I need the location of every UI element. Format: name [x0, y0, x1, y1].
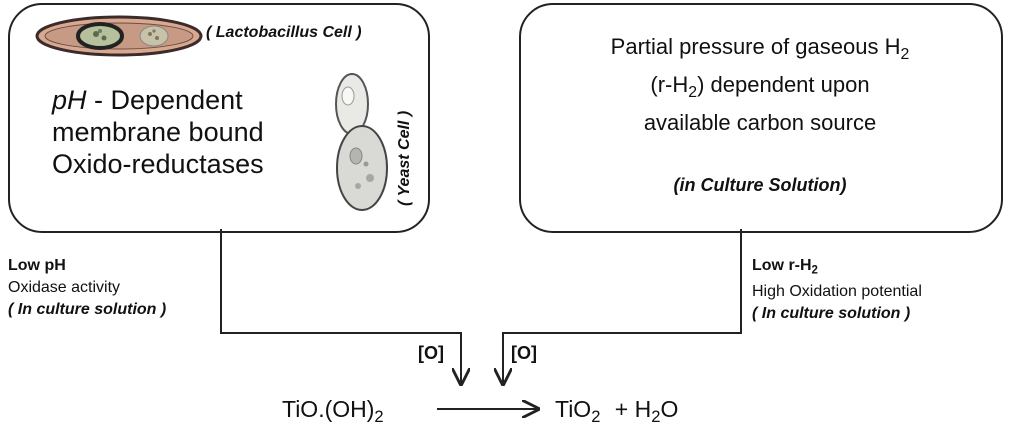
partial-pressure-text: Partial pressure of gaseous H2 (r-H2) de… — [525, 32, 995, 138]
oxidoreductases-text: Oxido-reductases — [52, 149, 264, 179]
right-connector-line — [503, 229, 742, 384]
water-suffix: O — [660, 396, 679, 422]
rh2-prefix: (r-H — [650, 71, 689, 97]
left-culture-note: ( In culture solution ) — [8, 301, 167, 318]
water-formula: + H — [614, 396, 652, 422]
reactant-main: TiO.(OH) — [282, 396, 375, 422]
right-branch-label: Low r-H2 High Oxidation potential ( In c… — [752, 255, 922, 325]
dependent-text: - Dependent — [86, 85, 243, 115]
reactant-subscript: 2 — [374, 406, 384, 426]
water-subscript: 2 — [651, 406, 661, 426]
right-process-box — [519, 3, 1003, 233]
reactant-formula: TiO.(OH)2 — [282, 396, 384, 427]
low-rh2-subscript: 2 — [811, 264, 818, 277]
h2-subscript: 2 — [900, 45, 910, 63]
product-subscript: 2 — [591, 406, 601, 426]
low-ph-title: Low pH — [8, 257, 66, 274]
left-branch-label: Low pH Oxidase activity ( In culture sol… — [8, 255, 166, 321]
membrane-bound-text: membrane bound — [52, 117, 264, 147]
left-connector-line — [220, 229, 461, 384]
ph-term: pH — [52, 85, 87, 115]
right-oxygen-label: [O] — [511, 343, 537, 363]
partial-pressure-line: Partial pressure of gaseous H — [610, 34, 901, 59]
high-oxidation-text: High Oxidation potential — [752, 283, 922, 301]
lactobacillus-cell-label: ( Lactobacillus Cell ) — [206, 24, 362, 41]
yeast-cell-icon — [335, 73, 388, 211]
product-formula: TiO2 + H2O — [555, 396, 678, 427]
product-main: TiO — [555, 396, 592, 422]
dependent-upon-text: ) dependent upon — [697, 71, 870, 97]
right-culture-note: ( In culture solution ) — [752, 305, 911, 323]
membrane-oxidoreductase-text: pH - Dependent membrane bound Oxido-redu… — [52, 84, 264, 180]
rh2-subscript: 2 — [688, 83, 698, 101]
lactobacillus-cell-icon — [35, 15, 203, 57]
left-oxygen-label: [O] — [418, 343, 444, 363]
carbon-source-text: available carbon source — [643, 109, 877, 135]
oxidase-activity-text: Oxidase activity — [8, 279, 121, 296]
low-rh2-title: Low r-H — [752, 257, 812, 274]
culture-solution-label: (in Culture Solution) — [673, 175, 847, 195]
